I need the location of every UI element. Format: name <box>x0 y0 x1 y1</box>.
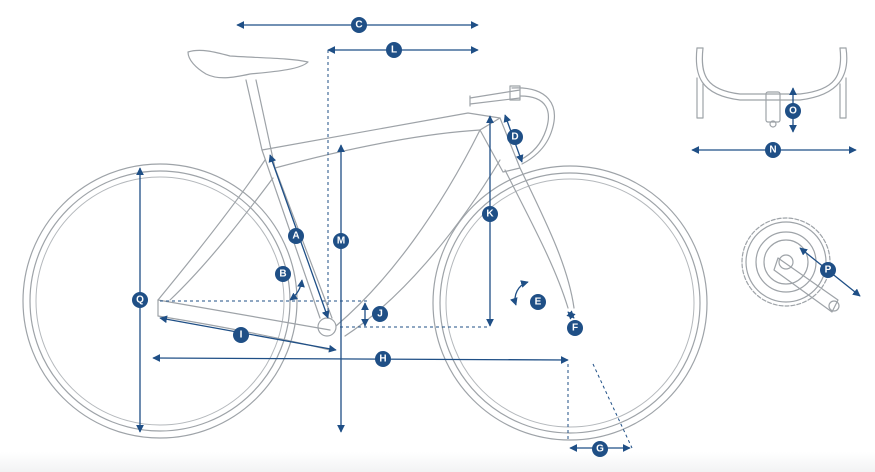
svg-text:N: N <box>769 145 776 156</box>
svg-text:C: C <box>355 20 362 31</box>
svg-text:O: O <box>789 106 797 117</box>
svg-text:H: H <box>379 354 386 365</box>
handlebar <box>469 85 555 165</box>
svg-text:J: J <box>377 309 383 320</box>
svg-text:M: M <box>337 236 345 247</box>
svg-text:I: I <box>240 330 243 341</box>
dimension-badges: A B C D E F G H I J K L M N O P Q <box>132 17 836 457</box>
saddle <box>187 49 309 79</box>
svg-text:A: A <box>292 231 299 242</box>
bike-drawing <box>22 49 708 441</box>
badge-f: F <box>567 320 583 336</box>
badge-o: O <box>785 103 801 119</box>
badge-c: C <box>351 17 367 33</box>
badge-a: A <box>288 228 304 244</box>
badge-j: J <box>372 306 388 322</box>
frame <box>157 79 575 351</box>
svg-text:G: G <box>596 444 604 455</box>
svg-text:L: L <box>391 45 397 56</box>
badge-k: K <box>482 206 498 222</box>
svg-text:F: F <box>572 323 578 334</box>
badge-l: L <box>386 42 402 58</box>
svg-text:P: P <box>825 265 832 276</box>
front-wheel <box>432 165 708 441</box>
badge-q: Q <box>132 292 148 308</box>
badge-b: B <box>275 266 291 282</box>
svg-text:K: K <box>486 209 494 220</box>
handlebar-inset <box>695 47 848 128</box>
svg-text:E: E <box>535 297 542 308</box>
badge-g: G <box>592 441 608 457</box>
badge-m: M <box>333 233 349 249</box>
badge-n: N <box>765 142 781 158</box>
badge-i: I <box>233 327 249 343</box>
svg-text:B: B <box>279 269 286 280</box>
svg-text:D: D <box>511 132 518 143</box>
badge-e: E <box>530 294 546 310</box>
badge-d: D <box>507 129 523 145</box>
badge-p: P <box>820 262 836 278</box>
svg-text:Q: Q <box>136 295 144 306</box>
bottom-fade <box>0 452 875 472</box>
badge-h: H <box>375 351 391 367</box>
